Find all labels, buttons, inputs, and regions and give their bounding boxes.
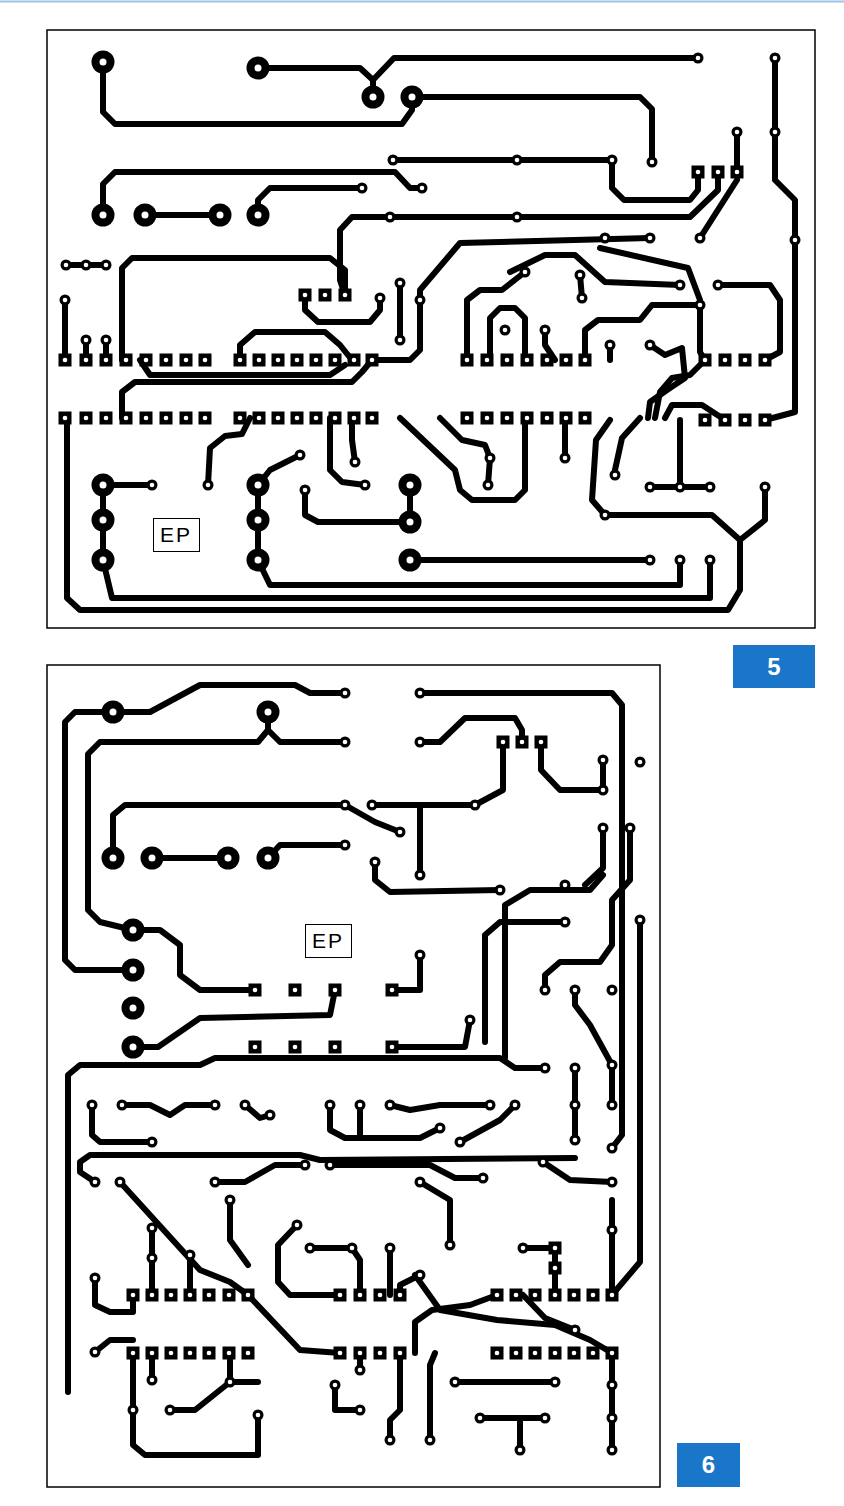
board-outline [47,665,660,1487]
board-mark-text: EP [160,523,192,547]
board-mark: EP [153,518,200,552]
board-mark-text: EP [312,929,344,953]
page-frame [0,1,844,3]
board-outline [47,30,815,628]
figure-number: 6 [677,1443,740,1487]
copper-tracks [65,58,795,1455]
figure-number: 5 [733,645,815,688]
solder-pads [59,51,801,1456]
figure-number-text: 5 [767,653,780,681]
figure-number-text: 6 [702,1451,715,1479]
board-mark: EP [305,924,352,958]
